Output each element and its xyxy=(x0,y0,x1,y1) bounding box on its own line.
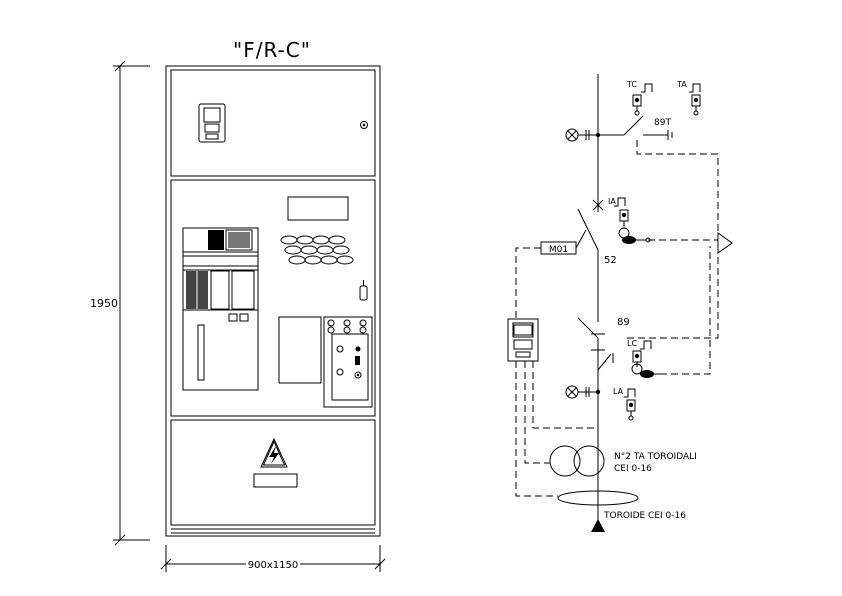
lc-coil: LC xyxy=(627,339,660,378)
ia-coil: IA xyxy=(608,197,651,244)
trip-signal-arrow-icon xyxy=(717,232,733,254)
protection-relay xyxy=(198,103,226,143)
control-wiring xyxy=(515,140,719,497)
toroidal-current-transformers xyxy=(549,445,605,477)
label-ta: TA xyxy=(676,80,687,89)
width-label: 900x1150 xyxy=(248,560,298,571)
mimic-diagram-panel xyxy=(278,316,322,384)
tc-coil: TC xyxy=(626,80,653,116)
cabinet-outline xyxy=(165,65,381,537)
label-la: LA xyxy=(613,387,624,396)
height-label: 1950 xyxy=(90,297,118,310)
circuit-breaker-52 xyxy=(577,199,604,316)
label-toroide: TOROIDE CEI 0-16 xyxy=(603,511,686,521)
bottom-compartment xyxy=(170,419,376,526)
height-dimension: 1950 xyxy=(90,60,150,546)
ta-coil: TA xyxy=(676,80,701,116)
toroid-sensor xyxy=(557,490,639,506)
label-m01: M01 xyxy=(549,245,568,255)
display-window xyxy=(287,196,349,221)
top-compartment xyxy=(170,69,376,177)
la-coil: LA xyxy=(613,387,636,421)
motor-operator-m01: M01 xyxy=(540,229,587,255)
keypad xyxy=(280,235,354,265)
nameplate xyxy=(253,473,298,488)
label-tc: TC xyxy=(626,80,637,89)
disconnector-89 xyxy=(577,316,614,520)
label-52: 52 xyxy=(604,255,617,266)
label-ia: IA xyxy=(608,197,616,206)
middle-compartment xyxy=(170,179,376,417)
label-89t: 89T xyxy=(654,118,671,128)
label-cei-0-16: CEI 0-16 xyxy=(614,464,652,474)
panel-title: "F/R-C" xyxy=(233,38,311,62)
door-lock-icon xyxy=(360,121,368,129)
voltage-presence-indicator-top xyxy=(565,128,598,142)
cabinet-front-view: "F/R-C" 1950 900x1150 xyxy=(90,38,386,572)
voltage-presence-indicator-bottom xyxy=(565,385,601,399)
cable-terminal-icon xyxy=(591,519,605,532)
label-lc: LC xyxy=(627,339,637,348)
label-89: 89 xyxy=(617,317,630,328)
high-voltage-warning-icon xyxy=(260,437,288,468)
width-dimension: 900x1150 xyxy=(160,545,386,572)
single-line-diagram: 52 89T TC TA xyxy=(507,74,733,532)
control-module xyxy=(182,227,259,391)
protection-relay-schematic xyxy=(507,318,539,362)
door-handle xyxy=(359,280,368,301)
label-ta-toroidali: N°2 TA TOROIDALI xyxy=(614,452,697,462)
switch-control-panel xyxy=(323,316,373,408)
